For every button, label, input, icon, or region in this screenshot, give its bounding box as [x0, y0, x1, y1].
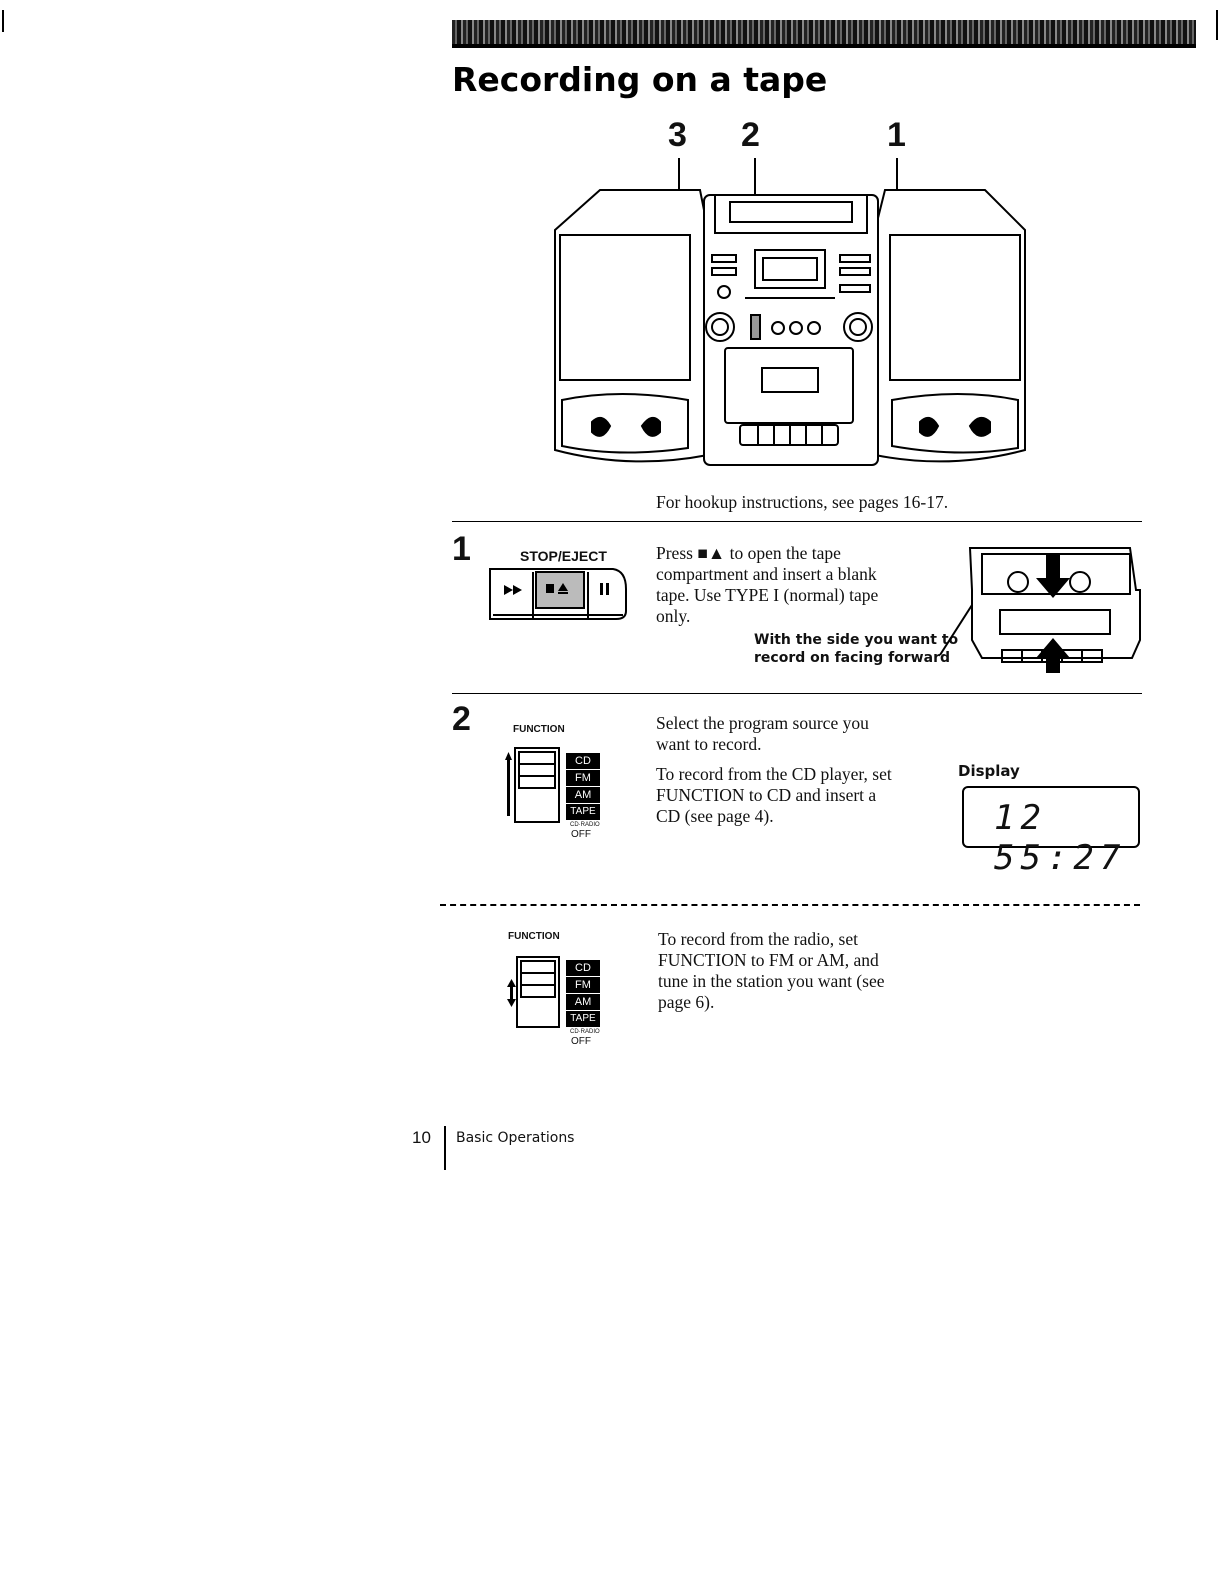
callout-2: 2: [741, 116, 760, 154]
function-switch-illustration: [505, 747, 560, 823]
function-label-radio: FUNCTION: [508, 931, 560, 942]
caption-line: With the side you want to: [754, 632, 959, 648]
step1-line: Press ■▲ to open the tape: [656, 543, 841, 563]
step1-line: compartment and insert a blank: [656, 564, 877, 584]
option-off-top: CD·RADIO: [570, 1029, 600, 1035]
stop-eject-label: STOP/EJECT: [520, 548, 607, 564]
footer-section: Basic Operations: [456, 1130, 575, 1146]
section-rule: [452, 693, 1142, 694]
option-am: AM: [566, 994, 600, 1010]
function-options-radio: CD FM AM TAPE CD·RADIO OFF: [566, 960, 600, 1047]
header-rule: [452, 44, 1196, 48]
option-off: OFF: [571, 1036, 591, 1047]
option-tape: TAPE: [566, 1011, 600, 1027]
display-value: 12 55:27: [994, 798, 1127, 878]
step-number-2: 2: [452, 700, 471, 738]
tape-compartment-illustration: [939, 547, 1141, 673]
function-switch-radio-illustration: [507, 956, 560, 1028]
header-texture-bar: [452, 20, 1196, 46]
tape-orientation-caption: With the side you want to record on faci…: [754, 631, 958, 667]
display-lcd: 12 55:27: [962, 786, 1140, 878]
option-tape: TAPE: [566, 804, 600, 820]
radio-line: To record from the radio, set: [658, 929, 858, 949]
intro-line: Select the program source you: [656, 713, 869, 733]
scan-margin-line: [2, 10, 4, 32]
cd-line: CD (see page 4).: [656, 806, 774, 826]
option-off-top: CD·RADIO: [570, 822, 600, 828]
scan-margin-line: [1216, 10, 1218, 40]
radio-line: FUNCTION to FM or AM, and: [658, 950, 879, 970]
radio-line: page 6).: [658, 992, 715, 1012]
function-options: CD FM AM TAPE CD·RADIO OFF: [566, 753, 600, 840]
cd-line: To record from the CD player, set: [656, 764, 892, 784]
hookup-note: For hookup instructions, see pages 16-17…: [656, 492, 949, 512]
option-fm: FM: [566, 770, 600, 786]
option-am: AM: [566, 787, 600, 803]
callout-3: 3: [668, 116, 687, 154]
dashed-divider: [440, 904, 1140, 906]
step2-radio-instructions: To record from the radio, set FUNCTION t…: [658, 929, 884, 1013]
step2-cd-instructions: To record from the CD player, set FUNCTI…: [656, 764, 892, 827]
step1-line: only.: [656, 606, 691, 626]
stop-eject-panel-illustration: [489, 568, 627, 620]
radio-line: tune in the station you want (see: [658, 971, 885, 991]
caption-line: record on facing forward: [754, 650, 950, 666]
step1-line: tape. Use TYPE I (normal) tape: [656, 585, 879, 605]
page-title: Recording on a tape: [452, 60, 828, 99]
step2-intro: Select the program source you want to re…: [656, 713, 869, 755]
step1-text: Press ■▲ to open the tape compartment an…: [656, 543, 878, 627]
step-number-1: 1: [452, 530, 471, 568]
page-number: 10: [412, 1128, 431, 1147]
option-cd: CD: [566, 960, 600, 976]
cd-line: FUNCTION to CD and insert a: [656, 785, 877, 805]
section-rule: [452, 521, 1142, 522]
option-cd: CD: [566, 753, 600, 769]
option-fm: FM: [566, 977, 600, 993]
callout-1: 1: [887, 116, 906, 154]
option-off: OFF: [571, 829, 591, 840]
display-label: Display: [958, 762, 1020, 780]
function-label: FUNCTION: [513, 724, 565, 735]
stereo-illustration: [554, 158, 1026, 466]
intro-line: want to record.: [656, 734, 762, 754]
footer-divider: [444, 1126, 446, 1170]
